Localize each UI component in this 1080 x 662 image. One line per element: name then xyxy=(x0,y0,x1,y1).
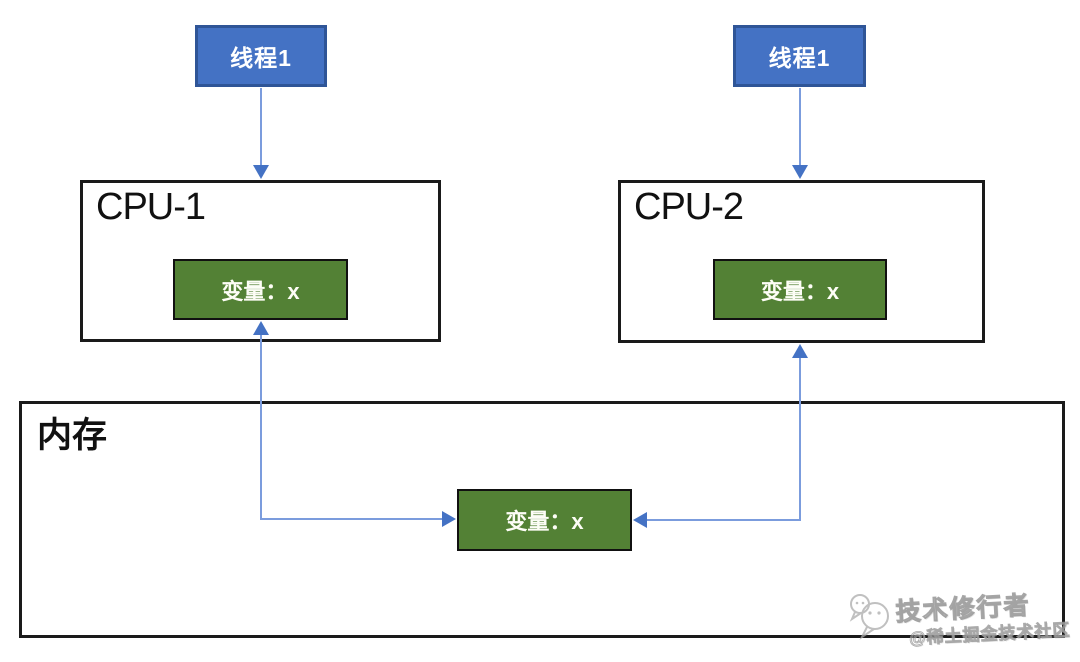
memory-variable-box: 变量：x xyxy=(457,489,632,551)
cpu1-variable-box: 变量：x xyxy=(173,259,348,320)
thread1-right-label: 线程1 xyxy=(768,45,831,71)
memory-label: 内存 xyxy=(37,416,108,455)
arrow-down-icon xyxy=(253,165,269,179)
arrow-up-icon xyxy=(792,344,808,358)
cpu1-variable-label: 变量：x xyxy=(221,278,300,304)
thread1-to-cpu1-arrow xyxy=(253,88,269,179)
cpu1-label: CPU-1 xyxy=(96,186,206,228)
cpu2-variable-label: 变量：x xyxy=(760,278,840,304)
cpu2-label: CPU-2 xyxy=(634,186,744,228)
thread1-box-left: 线程1 xyxy=(195,25,327,87)
memory-variable-label: 变量：x xyxy=(505,509,584,534)
thread1-box-right: 线程1 xyxy=(733,25,866,87)
cpu2-variable-box: 变量：x xyxy=(713,259,887,320)
watermark-text: 技术修行者 @稀土掘金技术社区 xyxy=(894,583,1071,649)
chat-bubbles-logo-icon xyxy=(849,594,889,640)
arrow-down-icon xyxy=(792,165,808,179)
thread1-to-cpu2-arrow xyxy=(792,88,808,179)
watermark: 技术修行者 @稀土掘金技术社区 xyxy=(848,588,1073,654)
thread1-left-label: 线程1 xyxy=(230,45,292,71)
